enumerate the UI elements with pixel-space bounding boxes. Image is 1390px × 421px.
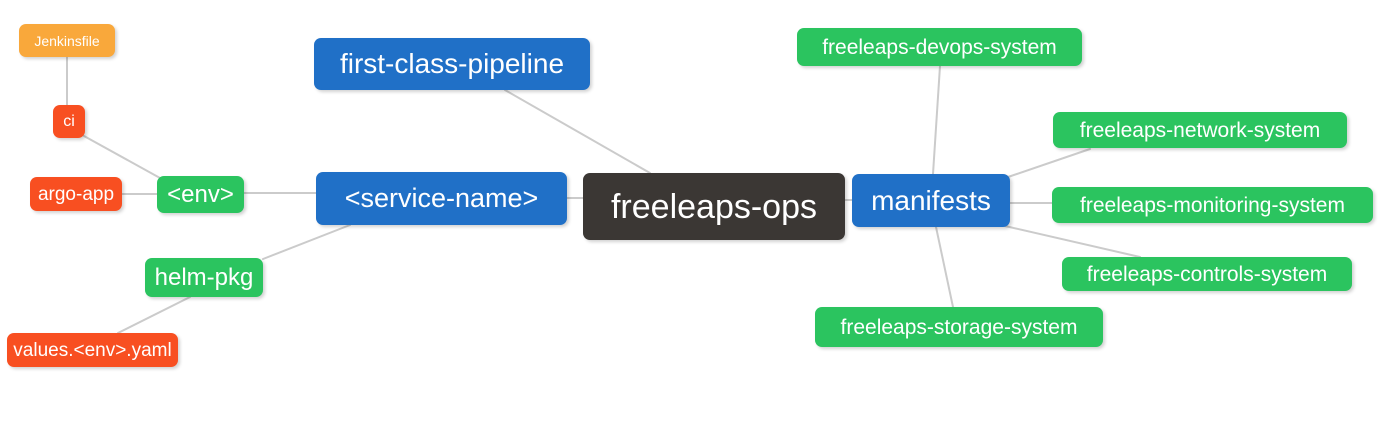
- node-jenkinsfile[interactable]: Jenkinsfile: [19, 24, 115, 57]
- node-argo-app[interactable]: argo-app: [30, 177, 122, 211]
- node-manifests[interactable]: manifests: [852, 174, 1010, 227]
- edge-helm-pkg-values-env-yaml: [117, 296, 191, 334]
- node-helm-pkg[interactable]: helm-pkg: [145, 258, 263, 297]
- node-freeleaps-network-system[interactable]: freeleaps-network-system: [1053, 112, 1347, 148]
- edge-manifests-devops-system: [932, 65, 941, 175]
- node-freeleaps-controls-system[interactable]: freeleaps-controls-system: [1062, 257, 1352, 291]
- node-freeleaps-monitoring-system[interactable]: freeleaps-monitoring-system: [1052, 187, 1373, 223]
- node-freeleaps-ops[interactable]: freeleaps-ops: [583, 173, 845, 240]
- edge-manifests-network-system: [1007, 148, 1091, 178]
- edge-manifests-storage-system: [935, 226, 954, 308]
- node-freeleaps-storage-system[interactable]: freeleaps-storage-system: [815, 307, 1103, 347]
- edge-first-class-pipeline-freeleaps-ops: [504, 89, 651, 174]
- edge-ci-env: [83, 135, 161, 179]
- node-freeleaps-devops-system[interactable]: freeleaps-devops-system: [797, 28, 1082, 66]
- node-values-env-yaml[interactable]: values.<env>.yaml: [7, 333, 178, 367]
- node-service-name[interactable]: <service-name>: [316, 172, 567, 225]
- node-env[interactable]: <env>: [157, 176, 244, 213]
- edge-manifests-controls-system: [1004, 225, 1141, 258]
- node-first-class-pipeline[interactable]: first-class-pipeline: [314, 38, 590, 90]
- node-ci[interactable]: ci: [53, 105, 85, 138]
- edge-service-name-helm-pkg: [262, 224, 351, 260]
